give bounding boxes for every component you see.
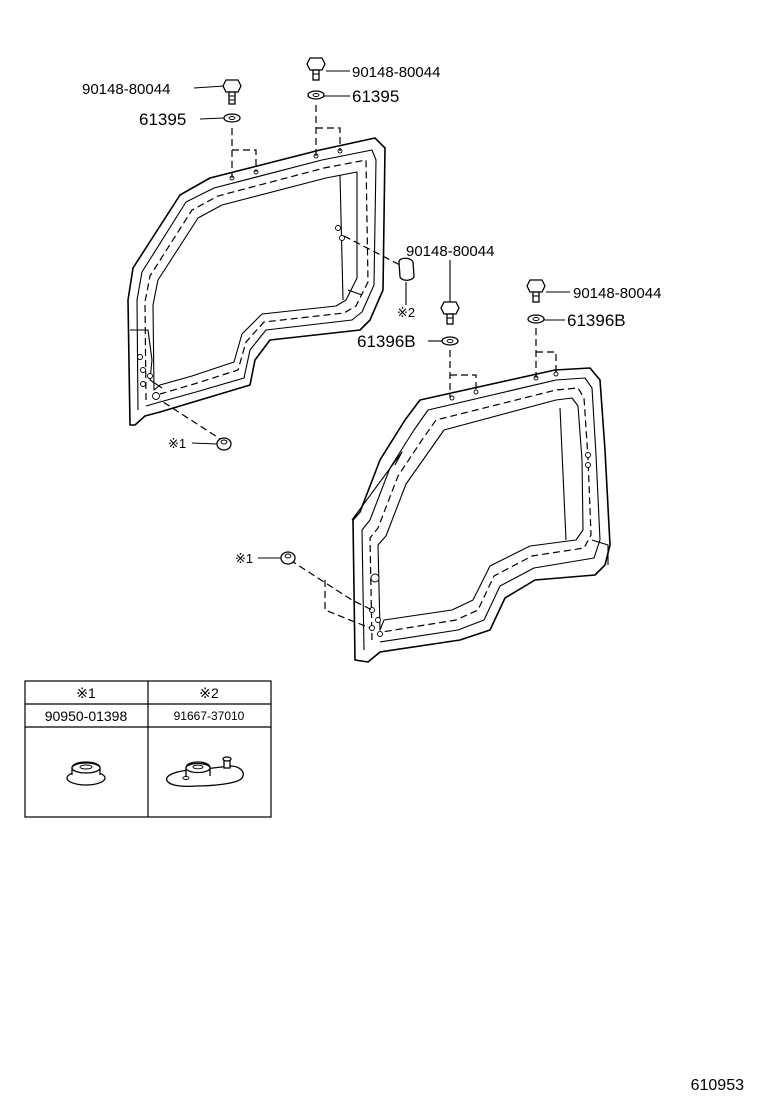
label-grommet-right-callout: ※1 bbox=[235, 551, 253, 566]
figure-number: 610953 bbox=[691, 1077, 744, 1094]
washer-upper-left bbox=[223, 113, 241, 123]
label-bolt-right: 90148-80044 bbox=[573, 285, 661, 302]
table-header-2: ※2 bbox=[199, 685, 219, 701]
label-bolt-middle: 90148-80044 bbox=[406, 243, 494, 260]
table-header-1: ※1 bbox=[76, 685, 96, 701]
clip-illustration bbox=[166, 756, 244, 788]
grommet-left bbox=[216, 437, 232, 451]
label-washer-upper-left: 61395 bbox=[139, 110, 186, 129]
washer-right bbox=[527, 314, 545, 324]
rear-door-weatherstrip bbox=[351, 367, 611, 663]
bolt-right bbox=[526, 279, 546, 303]
parts-table: ※1 ※2 90950-01398 91667-37010 bbox=[24, 680, 272, 818]
table-part-number-1: 90950-01398 bbox=[45, 708, 128, 724]
bolt-middle bbox=[440, 301, 460, 325]
front-door-weatherstrip bbox=[127, 137, 386, 426]
label-clip-callout: ※2 bbox=[397, 305, 415, 320]
label-washer-middle: 61396B bbox=[357, 332, 416, 351]
table-part-number-2: 91667-37010 bbox=[174, 709, 245, 723]
label-washer-upper-center: 61395 bbox=[352, 87, 399, 106]
label-bolt-upper-center: 90148-80044 bbox=[352, 64, 440, 81]
installation-lines bbox=[159, 105, 557, 629]
label-bolt-upper-left: 90148-80044 bbox=[82, 81, 170, 98]
label-grommet-left-callout: ※1 bbox=[168, 436, 186, 451]
washer-upper-center bbox=[307, 90, 325, 100]
grommet-right bbox=[280, 551, 296, 565]
bolt-upper-center bbox=[306, 57, 326, 81]
leader-lines bbox=[191, 70, 570, 559]
bolt-upper-left bbox=[222, 79, 242, 105]
label-washer-right: 61396B bbox=[567, 311, 626, 330]
clip-part bbox=[398, 257, 415, 281]
washer-middle bbox=[441, 336, 459, 346]
grommet-illustration bbox=[66, 761, 106, 786]
